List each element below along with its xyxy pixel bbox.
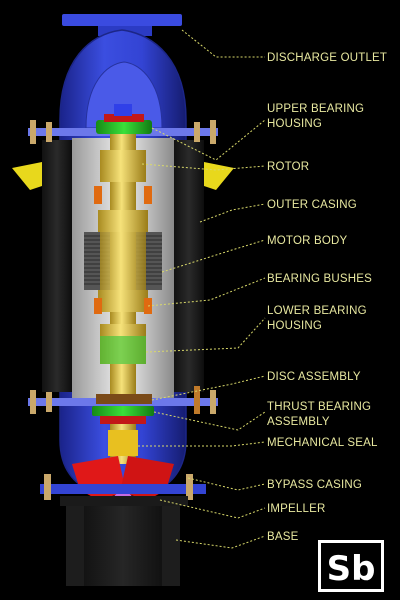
leader-bypass-casing: [187, 477, 266, 491]
mechanical-seal: [108, 430, 138, 456]
thrust-bearing-assembly: [92, 406, 154, 424]
leader-bearing-bushes: [147, 277, 266, 307]
label-lower-bearing-housing-line1: LOWER BEARING: [267, 305, 367, 317]
leader-thrust-bearing-assembly: [153, 411, 266, 431]
leader-mechanical-seal: [138, 441, 266, 447]
mount-bracket-right: [204, 162, 234, 190]
sb-logo: Sb: [318, 540, 384, 592]
label-outer-casing: OUTER CASING: [267, 199, 357, 211]
label-rotor: ROTOR: [267, 161, 309, 173]
upper-dome: [85, 61, 163, 129]
leader-impeller: [159, 499, 266, 519]
base: [60, 496, 188, 586]
leader-lower-bearing-housing: [145, 317, 266, 353]
bypass-casing: [40, 474, 206, 500]
outer-casing-left: [42, 140, 72, 392]
label-base: BASE: [267, 531, 299, 543]
label-motor-body: MOTOR BODY: [267, 235, 348, 247]
label-thrust-bearing-assembly-line1: THRUST BEARING: [267, 401, 371, 413]
disc-assembly: [28, 386, 218, 414]
label-bypass-casing: BYPASS CASING: [267, 479, 362, 491]
upper-bearing-housing: [96, 104, 152, 134]
leader-discharge-outlet: [181, 29, 265, 58]
logo-text: Sb: [327, 549, 376, 589]
label-disc-assembly: DISC ASSEMBLY: [267, 371, 361, 383]
label-lower-bearing-housing-line2: HOUSING: [267, 320, 322, 332]
label-thrust-bearing-assembly-line2: ASSEMBLY: [267, 416, 330, 428]
leader-outer-casing: [199, 203, 266, 223]
leader-disc-assembly: [151, 375, 266, 401]
leader-lines: [138, 29, 266, 549]
label-bearing-bushes: BEARING BUSHES: [267, 273, 372, 285]
leader-upper-bearing-housing: [151, 119, 266, 161]
lower-bearing-housing: [100, 336, 146, 364]
leader-base: [175, 535, 266, 549]
label-upper-bearing-housing-line1: UPPER BEARING: [267, 103, 364, 115]
leader-motor-body: [161, 239, 266, 273]
label-mechanical-seal: MECHANICAL SEAL: [267, 437, 378, 449]
label-upper-bearing-housing-line2: HOUSING: [267, 118, 322, 130]
outer-casing-right: [174, 140, 204, 392]
label-discharge-outlet: DISCHARGE OUTLET: [267, 52, 387, 64]
leader-rotor: [141, 163, 266, 171]
label-impeller: IMPELLER: [267, 503, 325, 515]
mount-bracket-left: [12, 162, 42, 190]
